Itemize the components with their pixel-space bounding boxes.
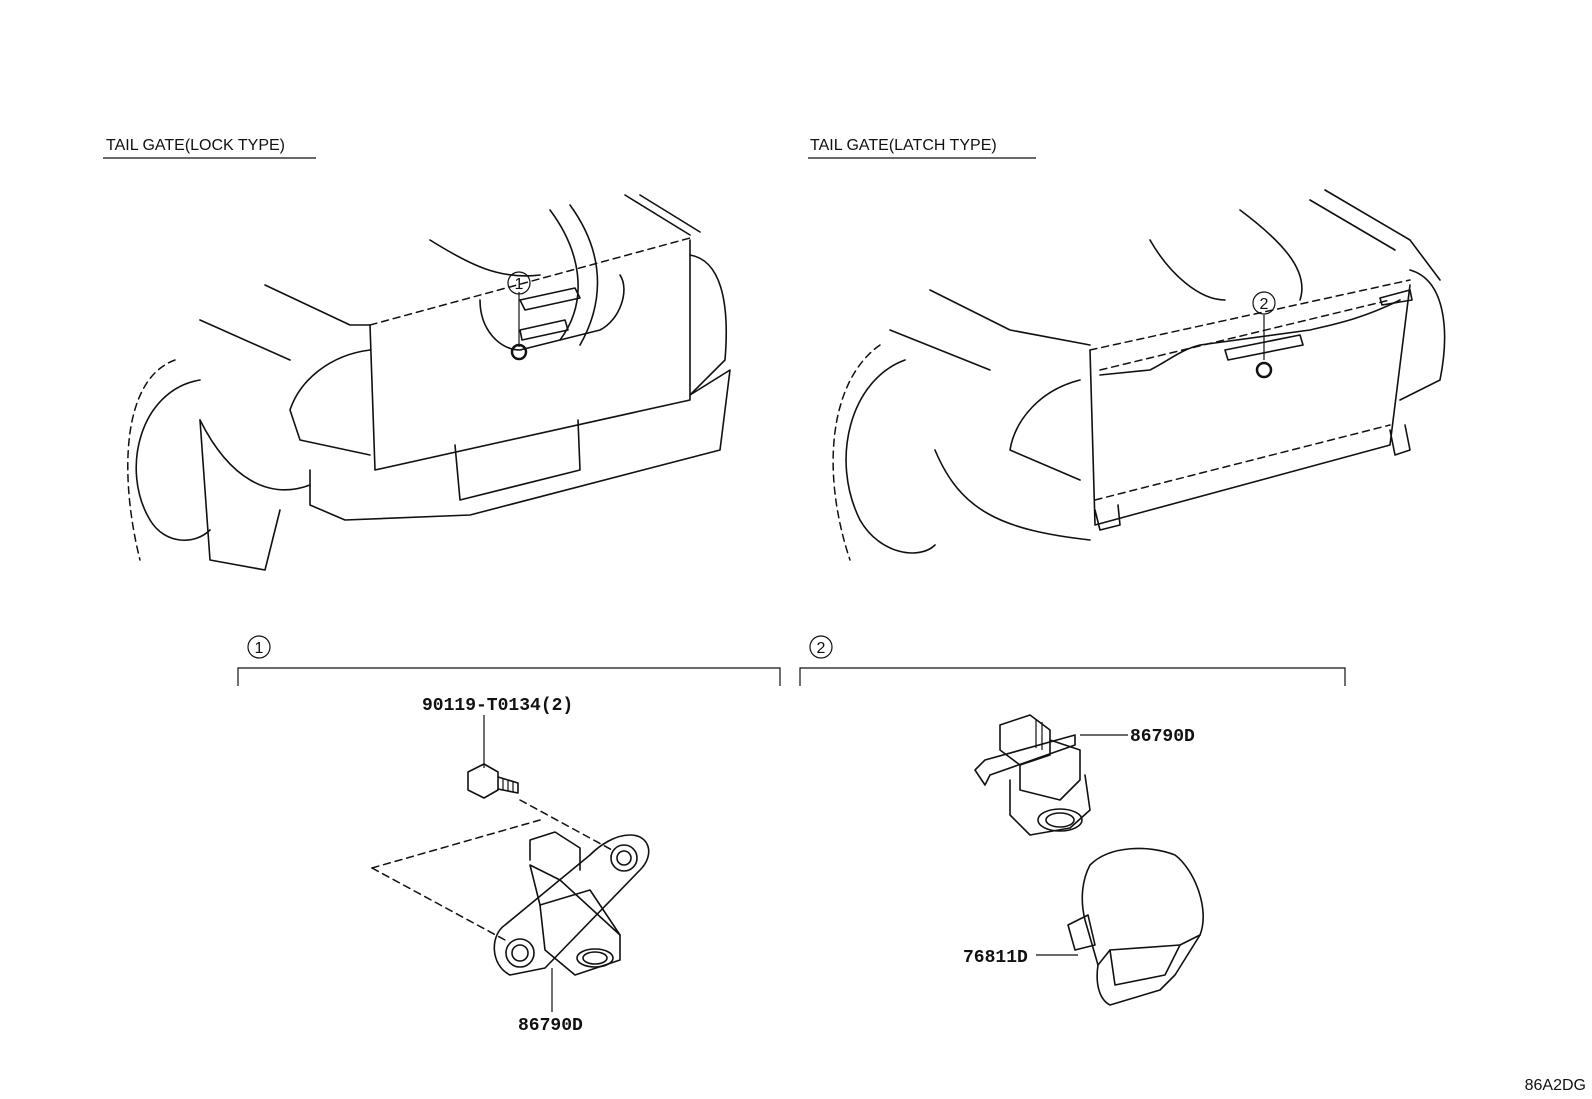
bumper: [309, 369, 731, 521]
handle-slot-2: [519, 319, 569, 341]
part-label-cover: 76811D: [963, 948, 1028, 968]
camera-lock-type-icon: [493, 831, 650, 976]
hinge-left-r: [1094, 504, 1121, 531]
tail-lamp-right: [689, 254, 728, 396]
callout-2-label-detail: 2: [817, 640, 826, 657]
title-latch-type: TAIL GATE(LATCH TYPE): [808, 137, 1036, 159]
camera-location-dot-2: [1255, 361, 1273, 379]
tailgate-top: [369, 237, 691, 326]
fender-line-r: [934, 449, 1091, 541]
camera-latch-type-icon: [974, 714, 1091, 836]
tail-lamp-left: [289, 349, 371, 456]
callout-2-label-truck: 2: [1260, 296, 1269, 313]
tailgate-bottom-dash-r: [1094, 424, 1391, 501]
tailgate-outline-r: [1089, 284, 1411, 526]
handle-slot-1: [519, 287, 581, 311]
detail-2-bracket: 2: [799, 635, 1346, 686]
tail-lamp-right-r: [1399, 269, 1446, 401]
bed-rail-left-r: [929, 289, 1091, 346]
callout-1-label-detail: 1: [255, 640, 264, 657]
tailgate-top-r: [1089, 279, 1411, 351]
callout-2-circle-detail: [809, 635, 833, 659]
camera-location-dot-1: [510, 343, 528, 361]
detail-1-bracket-line: [237, 667, 781, 686]
alignment-dash-3: [371, 867, 506, 941]
wheel-arc-dash-r: [832, 344, 881, 561]
callout-2-circle-truck: [1252, 291, 1276, 315]
bed-rail-right-r: [1324, 189, 1441, 281]
wheel-arc-outer-r: [845, 359, 936, 554]
mudflap: [199, 419, 281, 571]
title-lock-type: TAIL GATE(LOCK TYPE): [103, 137, 316, 159]
wheel-arc-outer: [135, 379, 211, 542]
title-latch-type-text: TAIL GATE(LATCH TYPE): [810, 137, 997, 154]
tailgate-trim-line-r: [1099, 299, 1401, 376]
detail-1-parts: 90119-T0134(2) 86790D: [371, 696, 650, 1036]
truck-latch-type-illustration: 2: [832, 189, 1446, 561]
license-recess: [454, 419, 581, 501]
bolt-icon: [467, 763, 519, 799]
part-label-bolt: 90119-T0134(2): [422, 696, 573, 716]
callout-1-circle-detail: [247, 635, 271, 659]
bed-rail-right-2: [639, 194, 701, 233]
fender-line: [199, 419, 311, 491]
wheel-arc-dash: [127, 359, 176, 561]
detail-2-parts: 86790D 76811D: [963, 714, 1204, 1006]
garnish-r: [1224, 334, 1304, 361]
alignment-dash-2: [371, 819, 541, 869]
bed-rail-right-r2: [1309, 199, 1396, 251]
detail-1-bracket: 1: [237, 635, 781, 686]
truck-lock-type-illustration: 1: [127, 194, 731, 571]
title-lock-type-text: TAIL GATE(LOCK TYPE): [106, 137, 285, 154]
bed-inner: [429, 239, 541, 277]
diagram-code: 86A2DG: [1525, 1077, 1586, 1094]
body-line-r: [889, 329, 991, 371]
detail-2-bracket-line: [799, 667, 1346, 686]
camera-cover-icon: [1067, 847, 1204, 1006]
part-label-camera-lock: 86790D: [518, 1016, 583, 1036]
callout-1-circle-truck: [507, 271, 531, 295]
part-label-camera-latch: 86790D: [1130, 727, 1195, 747]
tailgate-outline: [369, 239, 691, 471]
handle-recess: [479, 274, 625, 351]
bed-wheel-well-r: [1239, 209, 1303, 301]
bed-rail-left: [264, 284, 371, 326]
tail-lamp-left-r: [1009, 379, 1081, 481]
hinge-right-r: [1389, 424, 1411, 456]
latch-r: [1379, 289, 1413, 306]
alignment-dash-1: [519, 799, 613, 851]
body-line: [199, 319, 291, 361]
tailgate-trim-r: [1099, 299, 1391, 371]
callout-1-label-truck: 1: [515, 276, 524, 293]
bed-inner-r: [1149, 239, 1226, 301]
bed-rail-right: [624, 194, 691, 236]
bed-wheel-well: [549, 209, 579, 341]
bed-wheel-well-2: [569, 204, 599, 346]
